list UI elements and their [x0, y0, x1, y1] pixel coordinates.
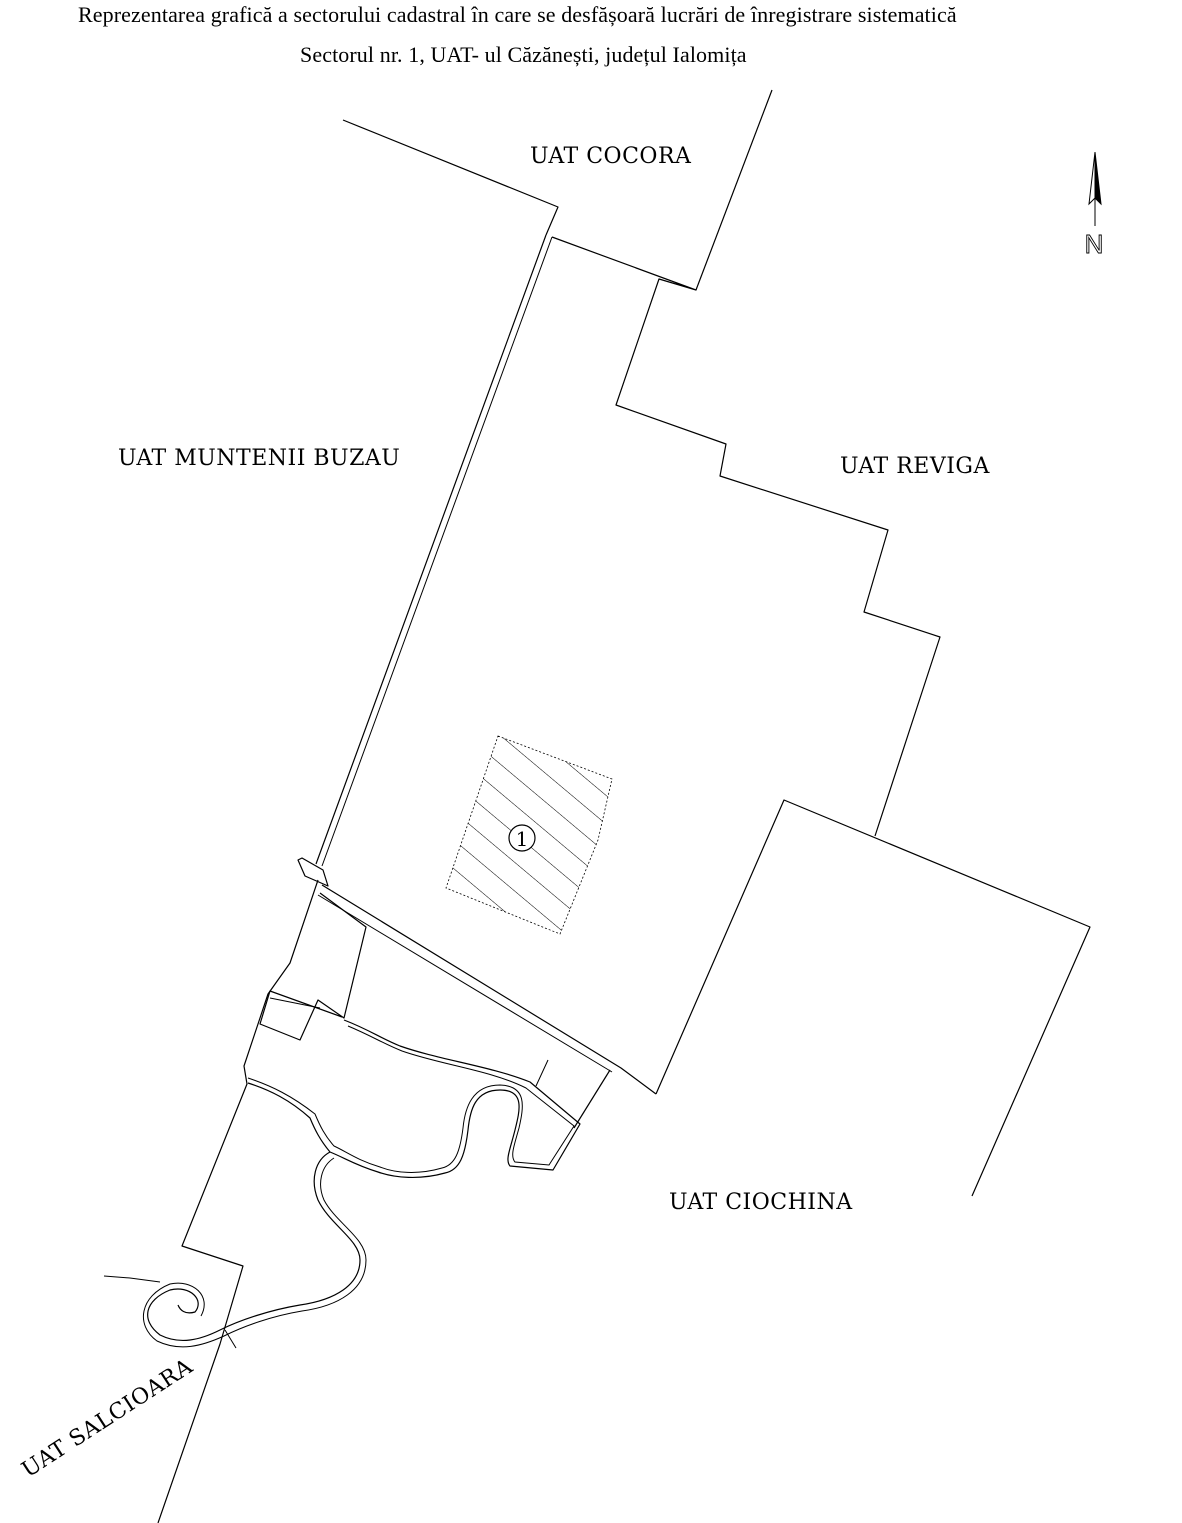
road-diagonal-inner — [317, 894, 613, 1073]
north-letter: N — [1085, 229, 1104, 259]
small-parcel-notch — [297, 857, 329, 887]
boundary-cocora-east — [695, 89, 773, 291]
map-title: Reprezentarea grafică a sectorului cadas… — [78, 2, 957, 27]
north-arrow: N — [1084, 151, 1104, 259]
sector-boundary-east — [551, 236, 941, 837]
boundary-sw-inner-road — [259, 892, 367, 1041]
sector-boundary-west — [315, 234, 547, 865]
boundary-cocora — [342, 119, 559, 236]
river-upper-inner — [247, 1025, 575, 1173]
river-west-arm — [103, 1275, 161, 1283]
boundary-sw-west — [157, 879, 319, 1523]
label-uat-salcioara: UAT SALCIOARA — [18, 1354, 198, 1483]
river-upper — [247, 1019, 581, 1179]
river-lower-inner — [142, 1157, 367, 1348]
sector-1-marker — [508, 824, 536, 852]
sector-boundary-west-inner — [321, 236, 553, 867]
map-subtitle: Sectorul nr. 1, UAT- ul Căzănești, județ… — [300, 42, 747, 67]
boundary-ciochina — [655, 799, 1091, 1197]
label-uat-reviga: UAT REVIGA — [840, 454, 990, 479]
river-lower — [147, 1151, 361, 1341]
road-diagonal — [321, 884, 657, 1095]
label-uat-cocora: UAT COCORA — [530, 144, 692, 169]
road-tick — [535, 1059, 549, 1087]
label-uat-muntenii-buzau: UAT MUNTENII BUZAU — [118, 446, 400, 471]
boundary-sw-inner-road-2 — [269, 997, 321, 1009]
label-uat-ciochina: UAT CIOCHINA — [669, 1190, 853, 1215]
sector-1-number: 1 — [516, 827, 529, 851]
river-east-arm — [224, 1329, 237, 1349]
boundary-south-diagonal — [573, 1069, 611, 1129]
